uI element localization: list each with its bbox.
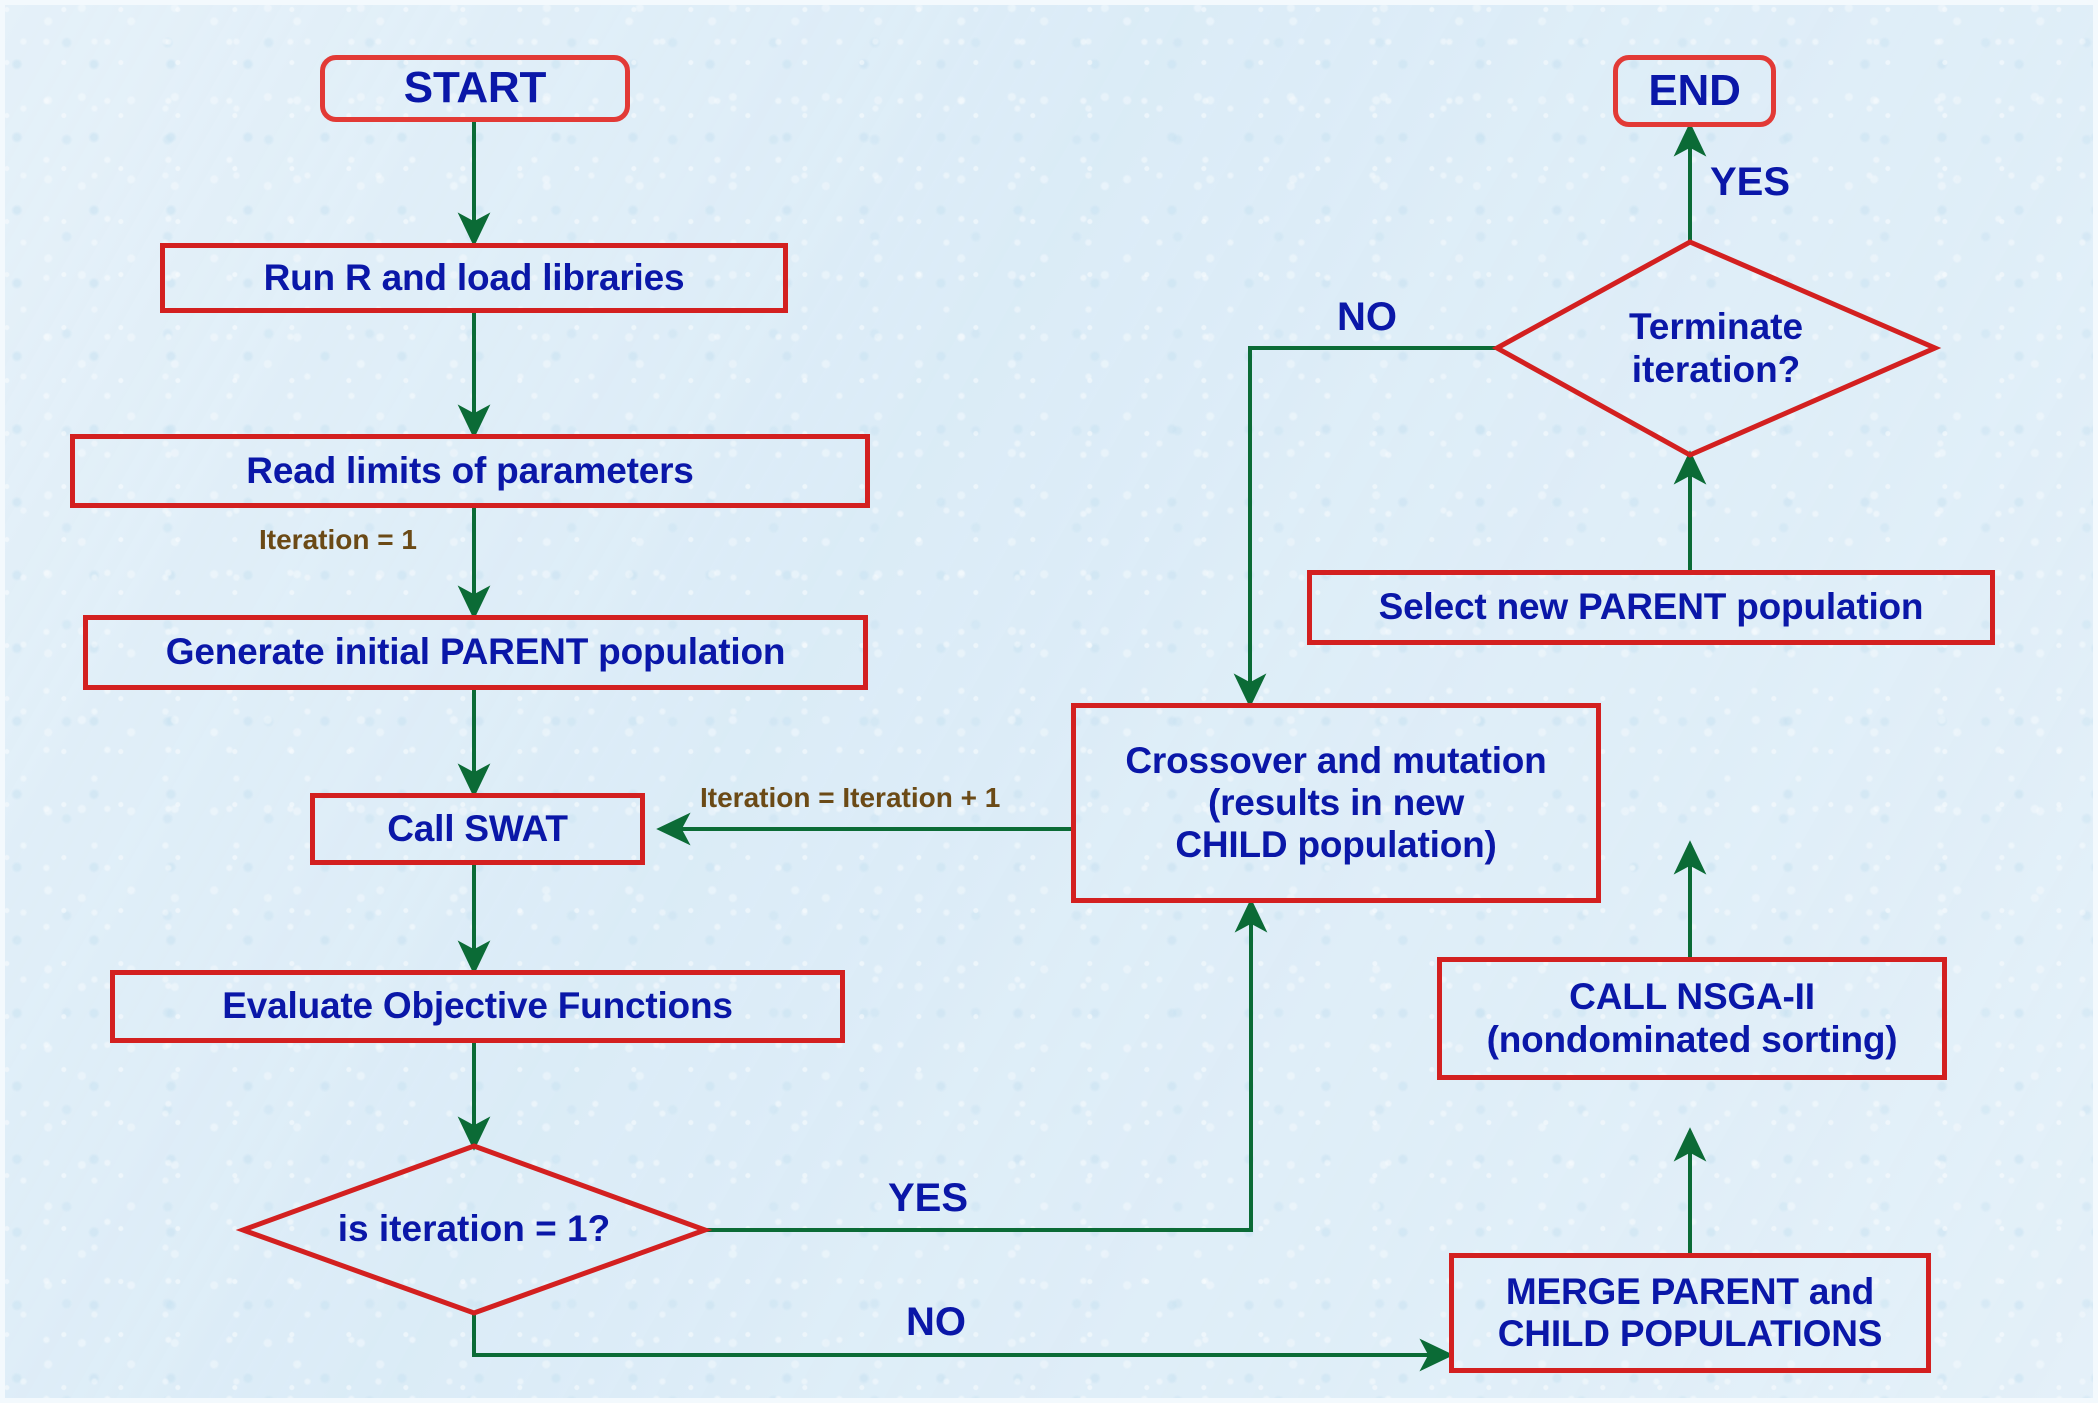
- edge-label-terminate-no: NO: [1337, 295, 1397, 340]
- node-merge-parent-and-child-populations[interactable]: MERGE PARENT and CHILD POPULATIONS: [1449, 1253, 1931, 1373]
- node-start-label: START: [403, 63, 547, 113]
- node-read-limits-of-parameters[interactable]: Read limits of parameters: [70, 434, 870, 508]
- node-end-label: END: [1648, 65, 1741, 115]
- decision-terminate-iteration-outline: [1491, 239, 1942, 458]
- decision-is-iteration-1-outline: [235, 1143, 713, 1316]
- edge-label-is-iteration-yes-text: YES: [888, 1176, 969, 1220]
- edge-label-iteration-increment-text: Iteration = Iteration + 1: [700, 782, 1001, 813]
- node-end[interactable]: END: [1613, 55, 1776, 127]
- edge-is-iter-yes-to-crossover: [705, 898, 1268, 1232]
- node-start[interactable]: START: [320, 55, 630, 122]
- node-evaluate-label: Evaluate Objective Functions: [222, 985, 733, 1027]
- node-gen-parent-label: Generate initial PARENT population: [165, 631, 786, 673]
- node-read-limits-label: Read limits of parameters: [246, 449, 694, 491]
- node-terminate-iteration-label: Terminate iteration?: [1628, 306, 1804, 390]
- node-evaluate-objective-functions[interactable]: Evaluate Objective Functions: [110, 970, 845, 1043]
- node-is-iteration-1-label: is iteration = 1?: [337, 1208, 611, 1250]
- node-call-nsga-ii[interactable]: CALL NSGA-II (nondominated sorting): [1437, 957, 1947, 1080]
- node-crossover-and-mutation[interactable]: Crossover and mutation (results in new C…: [1071, 703, 1601, 903]
- edge-label-terminate-no-text: NO: [1337, 295, 1397, 339]
- edge-label-is-iteration-no-text: NO: [906, 1300, 966, 1344]
- edge-label-is-iteration-no: NO: [906, 1300, 966, 1345]
- node-is-iteration-1[interactable]: is iteration = 1?: [243, 1146, 705, 1313]
- node-call-nsga-ii-label: CALL NSGA-II (nondominated sorting): [1486, 976, 1898, 1060]
- edge-label-terminate-yes-text: YES: [1710, 160, 1791, 204]
- edge-label-iteration-increment: Iteration = Iteration + 1: [700, 782, 1000, 814]
- node-call-swat-label: Call SWAT: [387, 807, 568, 849]
- edge-label-is-iteration-yes: YES: [888, 1176, 968, 1221]
- edge-terminate-no-to-crossover: [1233, 346, 1497, 708]
- node-crossover-label: Crossover and mutation (results in new C…: [1125, 739, 1547, 866]
- node-call-swat[interactable]: Call SWAT: [310, 793, 645, 865]
- node-select-new-parent-population[interactable]: Select new PARENT population: [1307, 570, 1995, 645]
- node-terminate-iteration[interactable]: Terminate iteration?: [1497, 242, 1935, 455]
- node-select-label: Select new PARENT population: [1378, 586, 1924, 628]
- node-run-r-and-load-libraries[interactable]: Run R and load libraries: [160, 243, 788, 313]
- node-generate-initial-parent-population[interactable]: Generate initial PARENT population: [83, 615, 868, 690]
- edge-label-terminate-yes: YES: [1710, 160, 1790, 205]
- edge-label-iteration-init: Iteration = 1: [259, 524, 417, 556]
- edge-label-iteration-init-text: Iteration = 1: [259, 524, 417, 555]
- node-run-r-label: Run R and load libraries: [263, 256, 685, 298]
- node-merge-label: MERGE PARENT and CHILD POPULATIONS: [1497, 1270, 1883, 1354]
